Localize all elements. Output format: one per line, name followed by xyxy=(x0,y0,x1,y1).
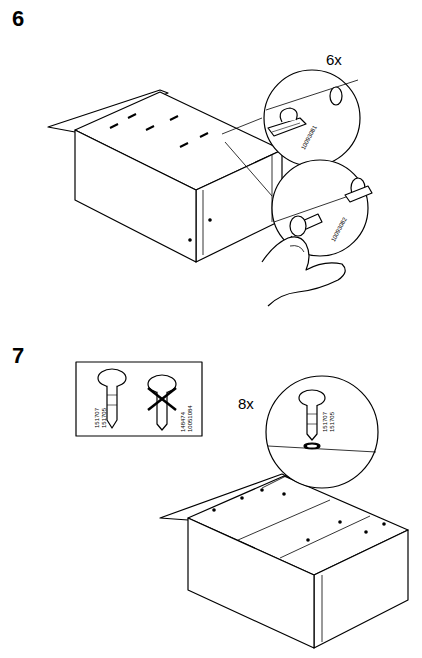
hand xyxy=(262,237,345,306)
part-number: 151705 xyxy=(329,412,335,432)
part-number: 10051084 xyxy=(187,405,193,432)
drawer-step7 xyxy=(160,474,408,648)
dowel-inset xyxy=(76,362,202,436)
quantity: 6x xyxy=(326,52,342,67)
step-number: 6 xyxy=(12,8,24,30)
part-number: 151707 xyxy=(94,408,100,428)
quantity: 8x xyxy=(238,396,254,411)
step-number: 7 xyxy=(12,345,24,367)
drawer-step6 xyxy=(48,90,282,262)
part-number: 151705 xyxy=(101,408,107,428)
part-number: 151707 xyxy=(322,412,328,432)
detail-dowel xyxy=(266,376,378,488)
detail-clip-1 xyxy=(264,70,360,166)
part-number: 148474 xyxy=(180,412,186,432)
